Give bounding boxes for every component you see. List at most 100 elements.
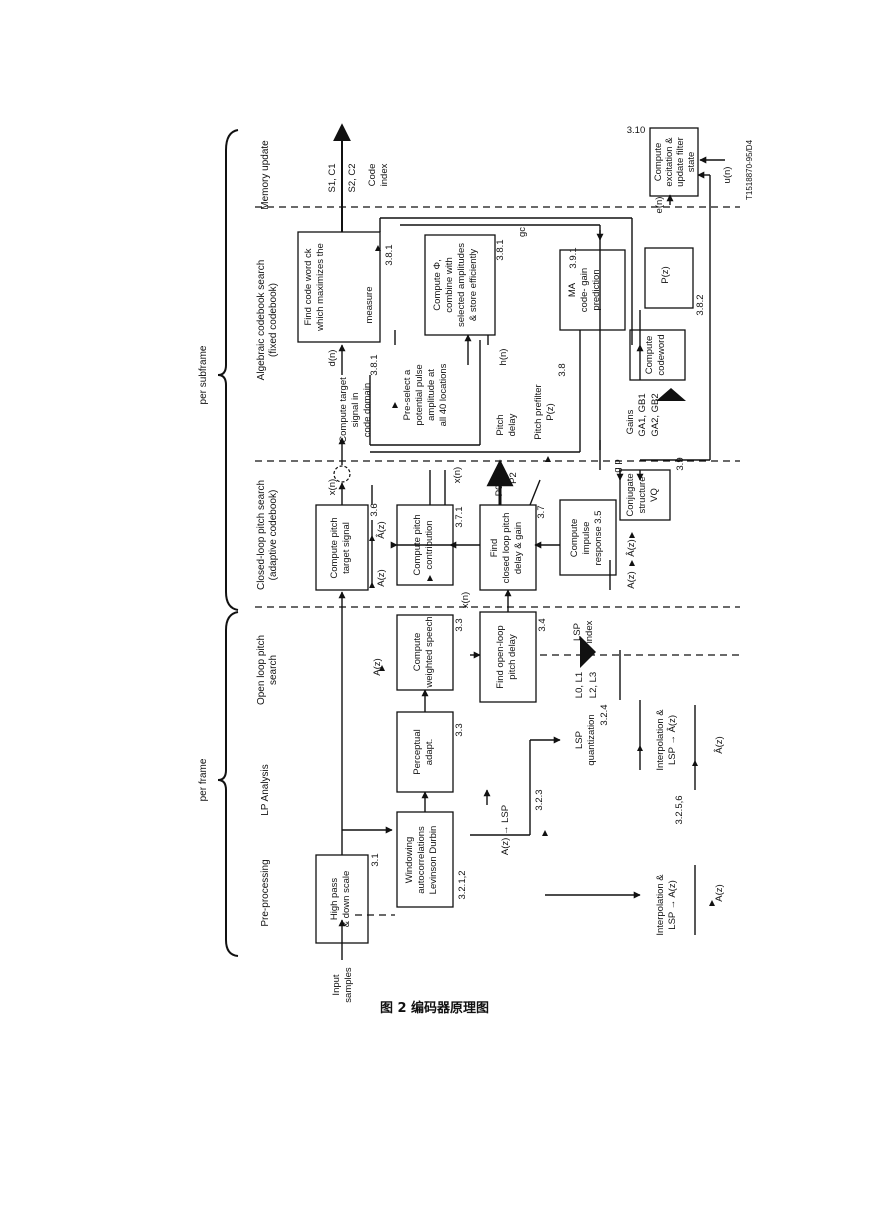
impulse-line-3: response 3.5 xyxy=(593,511,604,566)
col-open-1: Open loop pitch xyxy=(256,635,267,705)
input-label-1: Input xyxy=(331,974,342,995)
label-xn: x(n) xyxy=(327,479,338,495)
perceptual-line-1: Perceptual xyxy=(412,729,423,774)
contribution-ref: 3.7.1 xyxy=(454,506,465,527)
excitation-line-3: update filter xyxy=(675,137,686,187)
closedloop-line-1: Find xyxy=(489,539,500,557)
conjugate-line-2: structure xyxy=(637,477,648,514)
target-code-line-2: signal in xyxy=(350,393,361,428)
label-ahz-3: Â(z) xyxy=(714,736,725,753)
label-xn3: x(n) xyxy=(460,592,471,608)
target-code-line-3: code domain xyxy=(362,383,373,437)
label-az-3: A(z) xyxy=(626,571,637,588)
box-perceptual xyxy=(396,711,454,793)
impulse-line-1: Compute xyxy=(569,519,580,558)
perceptual-ref: 3.3 xyxy=(454,723,465,736)
openloop-ref: 3.4 xyxy=(537,618,548,631)
lsp-index-1: LSP xyxy=(572,623,583,641)
ma-line-3: prediction xyxy=(591,269,602,310)
phi-line-1: Compute Φ, xyxy=(432,259,443,310)
preselect-line-4: all 40 locations xyxy=(438,363,449,426)
box-impulse xyxy=(559,499,617,576)
label-gc: gc xyxy=(517,227,528,237)
col-open-2: search xyxy=(268,655,279,685)
col-memory: Memory update xyxy=(260,140,271,210)
preselect-line-3: amplitude at xyxy=(426,369,437,421)
box-openloop xyxy=(479,611,537,703)
label-per-subframe: per subframe xyxy=(198,345,209,404)
label-az-4: A(z) xyxy=(714,884,725,901)
box-phi xyxy=(424,234,496,336)
perceptual-line-2: adapt. xyxy=(424,739,435,765)
interp2-line-1: Interpolation & xyxy=(655,874,666,936)
codeword-ref: 3.8.1 xyxy=(384,244,395,265)
col-closed-2: (adaptive codebook) xyxy=(268,490,279,581)
preselect-line-1: Pre-select a xyxy=(402,369,413,420)
interp1-line-1: Interpolation & xyxy=(655,709,666,771)
label-s2c2: S2, C2 xyxy=(347,163,358,192)
box-weighted xyxy=(396,614,454,691)
label-l01: L0, L1 xyxy=(574,672,585,698)
target-code-line-1: Compute target xyxy=(338,377,349,443)
label-l23: L2, L3 xyxy=(588,672,599,698)
closedloop-line-2: closed loop pitch xyxy=(501,513,512,584)
contribution-line-2: contribution xyxy=(424,520,435,569)
prefilter-line-2: P(z) xyxy=(545,403,556,420)
figure-caption: 图 2 编码器原理图 xyxy=(379,1001,490,1016)
interp1-ref: 3.2.5,6 xyxy=(674,795,685,824)
label-p2: P2 xyxy=(508,472,519,484)
label-p01: P0, P1 xyxy=(494,468,505,497)
lspq-line-2: quantization xyxy=(586,714,597,765)
pitch-delay-line-1: Pitch xyxy=(495,414,506,435)
excitation-line-2: excitation & xyxy=(664,137,675,187)
lspq-line-1: LSP xyxy=(574,731,585,749)
label-ga2gb2: GA2, GB2 xyxy=(650,393,661,436)
preselect-ref: 3.8.1 xyxy=(369,354,380,375)
prefilter-line-1: Pitch prefilter xyxy=(533,384,544,439)
ma-ref: 3.9.1 xyxy=(568,247,579,268)
col-pre: Pre-processing xyxy=(260,859,271,926)
box-closedloop xyxy=(479,504,537,591)
label-gains: Gains xyxy=(625,409,636,434)
interp1-line-2: LSP → Â(z) xyxy=(667,715,678,765)
lspq-ref: 3.2.4 xyxy=(599,704,610,725)
weighted-line-2: weighted speech xyxy=(424,616,435,688)
box-contribution xyxy=(396,504,454,586)
excitation-line-4: state xyxy=(686,152,697,173)
col-closed-1: Closed-loop pitch search xyxy=(256,480,267,590)
label-per-frame: per frame xyxy=(198,758,209,801)
label-un: u(n) xyxy=(722,167,733,184)
brace-per-subframe xyxy=(217,129,239,611)
ma-line-2: code- gain xyxy=(579,268,590,312)
label-xn2: x(n) xyxy=(452,467,463,483)
a2lsp-text: A(z) → LSP xyxy=(500,805,511,855)
conjugate-ref: 3.9 xyxy=(675,457,686,470)
computecw-line-1: Compute xyxy=(644,336,655,375)
label-s1c1: S1, C1 xyxy=(327,163,338,192)
fig-code: T1518870-95/D4 xyxy=(745,139,754,200)
windowing-line-2: autocorrelations xyxy=(416,826,427,894)
code-index-2: index xyxy=(379,163,390,186)
highpass-ref: 3.1 xyxy=(370,853,381,866)
label-ahz-1: Â(z) xyxy=(376,521,387,538)
openloop-line-2: pitch delay xyxy=(507,634,518,680)
box-conjugate xyxy=(619,469,671,521)
a2lsp-ref: 3.2.3 xyxy=(534,789,545,810)
phi-line-3: selected amplitudes xyxy=(456,243,467,327)
pitch-delay-line-2: delay xyxy=(507,413,518,436)
label-gp: g p xyxy=(612,459,623,472)
conjugate-line-1: Conjugate xyxy=(625,473,636,516)
contribution-line-1: Compute pitch xyxy=(412,514,423,575)
windowing-ref: 3.2.1,2 xyxy=(457,870,468,899)
label-en: e(n) xyxy=(654,197,665,214)
lsp-index-2: index xyxy=(584,620,595,643)
weighted-line-1: Compute xyxy=(412,633,423,672)
phi-line-4: & store efficiently xyxy=(468,249,479,321)
box-codeword xyxy=(297,231,381,343)
brace-per-frame xyxy=(217,611,239,957)
input-label-2: samples xyxy=(343,967,354,1003)
ma-line-1: MA xyxy=(567,282,578,297)
conjugate-line-3: VQ xyxy=(649,488,660,502)
preselect-line-2: potential pulse xyxy=(414,364,425,425)
computecw-line-2: codeword xyxy=(656,334,667,375)
